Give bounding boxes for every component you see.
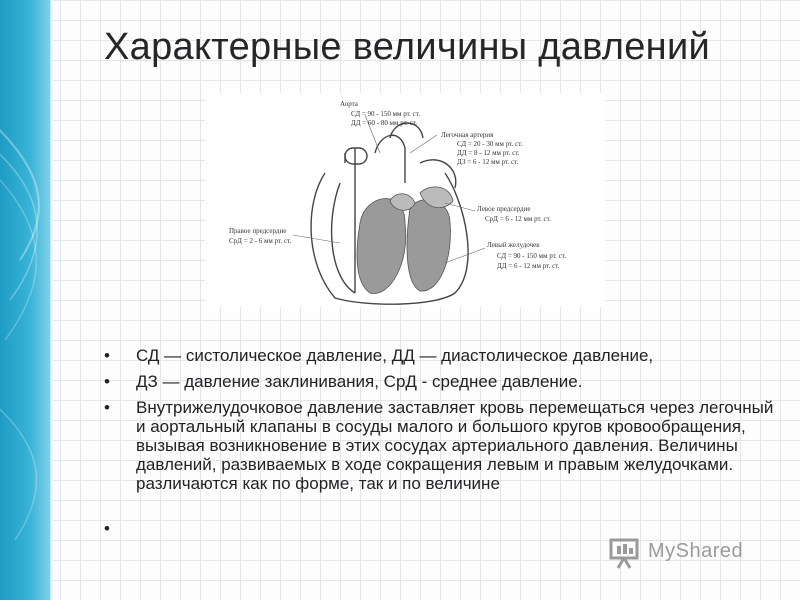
bullet-list: • СД — систолическое давление, ДД — диас… — [104, 346, 784, 545]
slide-title: Характерные величины давлений — [104, 26, 711, 68]
label-right-atrium: Правое предсердие — [229, 227, 286, 235]
label-pa-sd: СД = 20 - 30 мм рт. ст. — [457, 140, 523, 148]
diagram-labels: Аорта СД = 90 - 150 мм рт. ст. ДД = 60 -… — [229, 100, 566, 270]
bullet-item: • ДЗ — давление заклинивания, СрД - сред… — [104, 372, 784, 391]
bullet-text: Внутрижелудочковое давление заставляет к… — [136, 398, 774, 493]
bullet-text: ДЗ — давление заклинивания, СрД - средне… — [136, 372, 583, 391]
myshared-watermark: MyShared — [608, 537, 768, 569]
sidebar-edge — [50, 0, 53, 600]
bullet-dot: • — [104, 346, 110, 365]
sidebar-swirl-graphic — [0, 128, 40, 541]
label-ra-srd: СрД = 2 - 6 мм рт. ст. — [229, 237, 292, 245]
label-pulmonary-artery: Легочная артерия — [441, 131, 494, 139]
bullet-item: • Внутрижелудочковое давление заставляет… — [104, 398, 784, 493]
bullet-dot: • — [104, 398, 110, 417]
label-la-srd: СрД = 6 - 12 мм рт. ст. — [485, 215, 551, 223]
label-aorta-dd: ДД = 60 - 80 мм рт. ст. — [351, 119, 417, 127]
label-lv-dd: ДД = 6 - 12 мм рт. ст. — [497, 262, 560, 270]
heart-chambers — [356, 186, 454, 294]
label-left-atrium: Левое предсердие — [477, 205, 530, 213]
heart-pressure-diagram: Аорта СД = 90 - 150 мм рт. ст. ДД = 60 -… — [205, 93, 605, 307]
label-pa-dz: ДЗ = 6 - 12 мм рт. ст. — [457, 158, 519, 166]
label-aorta: Аорта — [340, 100, 359, 108]
label-lv-sd: СД = 90 - 150 мм рт. ст. — [497, 252, 566, 260]
bullet-item-empty: • — [104, 519, 784, 538]
bullet-dot: • — [104, 372, 110, 391]
bullet-item: • СД — систолическое давление, ДД — диас… — [104, 346, 784, 365]
label-left-ventricle: Левый желудочек — [487, 241, 540, 249]
decorative-sidebar — [0, 0, 50, 600]
bullet-dot: • — [104, 519, 110, 538]
label-pa-dd: ДД = 8 - 12 мм рт. ст. — [457, 149, 520, 157]
presentation-board-icon — [609, 538, 639, 569]
watermark-text: MyShared — [648, 540, 744, 562]
heart-outline — [310, 122, 469, 305]
label-aorta-sd: СД = 90 - 150 мм рт. ст. — [351, 110, 420, 118]
bullet-text: СД — систолическое давление, ДД — диасто… — [136, 346, 654, 365]
leader-lines — [292, 114, 486, 264]
heart-diagram-svg: Аорта СД = 90 - 150 мм рт. ст. ДД = 60 -… — [229, 100, 566, 305]
